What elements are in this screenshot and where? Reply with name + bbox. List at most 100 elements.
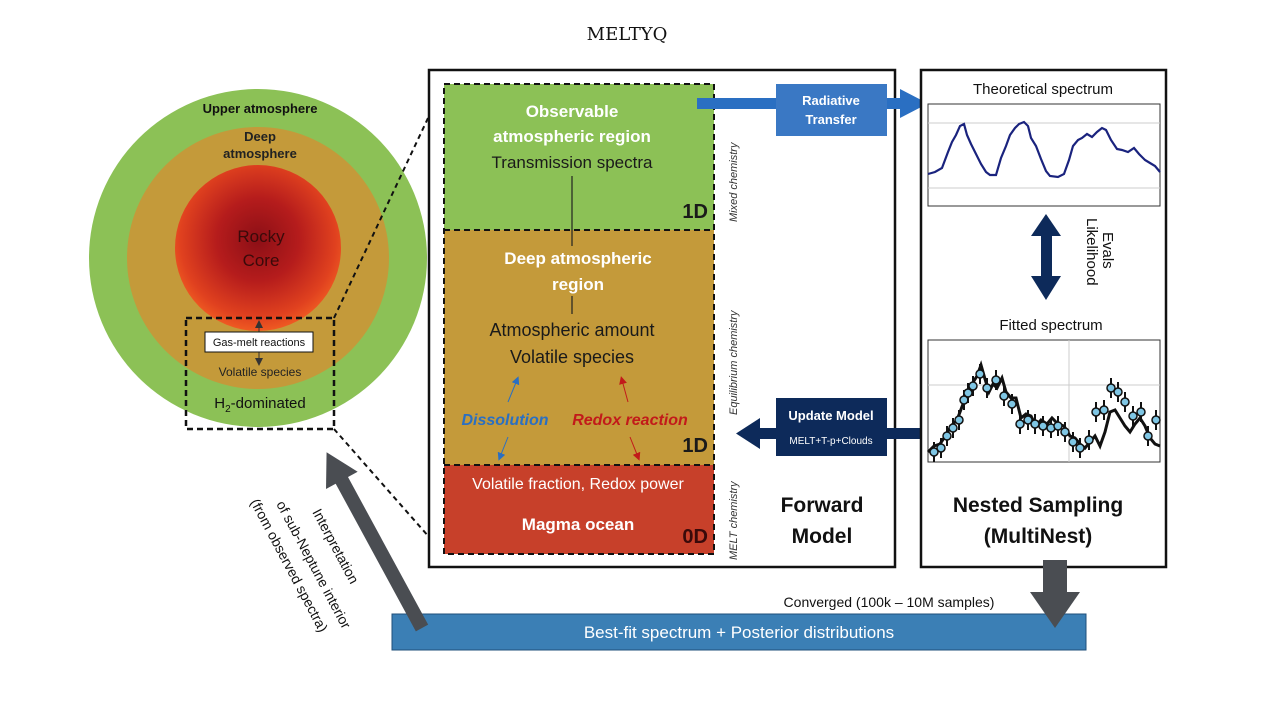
- redox-arrow-down: [629, 436, 641, 461]
- data-point: [1128, 411, 1138, 421]
- data-point: [929, 447, 939, 457]
- theoretical-spectrum-label: Theoretical spectrum: [973, 81, 1113, 98]
- radiative-label-1: Radiative: [802, 93, 860, 108]
- zoom-region-box: [184, 316, 336, 431]
- data-point: [982, 383, 992, 393]
- deep-region-label-1: Deep atmospheric: [504, 249, 651, 268]
- double-arrow-bottom: [1031, 276, 1061, 300]
- planet: [89, 89, 427, 427]
- observable-region: [444, 84, 714, 230]
- data-point: [1106, 383, 1116, 393]
- converged-arrow-shaft: [1043, 560, 1067, 596]
- dim-1d-mid: 1D: [682, 435, 708, 457]
- dim-0d: 0D: [682, 526, 708, 548]
- rocky-core: [175, 165, 341, 331]
- interpretation-arrow: [326, 452, 429, 632]
- radiative-transfer-box: [776, 84, 887, 136]
- update-model-box: [776, 398, 887, 456]
- volatile-fraction-label: Volatile fraction, Redox power: [472, 476, 684, 493]
- melt-chemistry-label: MELT chemistry: [728, 480, 740, 560]
- observable-label-1: Observable: [526, 102, 619, 121]
- data-point: [1113, 387, 1123, 397]
- data-point: [1120, 397, 1130, 407]
- data-point: [1038, 421, 1048, 431]
- dissolution-arrow-down: [497, 436, 509, 461]
- data-point: [1053, 421, 1063, 431]
- redox-arrow-up: [619, 376, 629, 403]
- zoom-connector-bottom: [333, 428, 445, 555]
- deep-region-label-2: region: [552, 275, 604, 294]
- gas-melt-label: Gas-melt reactions: [213, 337, 306, 349]
- upper-atmosphere-label: Upper atmosphere: [203, 101, 318, 116]
- diagram-title: MELTYQ: [587, 24, 668, 45]
- magma-region: [444, 465, 714, 554]
- data-point: [1084, 435, 1094, 445]
- best-fit-bar: [391, 613, 1087, 651]
- likelihood-double-arrow: [1031, 214, 1061, 300]
- data-point: [1136, 407, 1146, 417]
- data-point: [991, 375, 1001, 385]
- volatile-species-region-label: Volatile species: [510, 347, 634, 367]
- dissolution-arrow-up: [507, 376, 520, 403]
- best-fit-label: Best-fit spectrum + Posterior distributi…: [584, 623, 894, 642]
- theoretical-spectrum-line: [927, 120, 1161, 179]
- big-arrow-icon: [1030, 560, 1080, 628]
- data-point: [1030, 419, 1040, 429]
- dissolution-label: Dissolution: [461, 412, 548, 429]
- layers-outline: [443, 83, 715, 555]
- data-point: [1075, 443, 1085, 453]
- deep-atmosphere-label-1: Deep: [244, 129, 276, 144]
- mixed-chemistry-label: Mixed chemistry: [728, 141, 740, 222]
- forward-model-label-1: Forward: [781, 494, 864, 517]
- observable-label-2: atmospheric region: [493, 127, 651, 146]
- volatile-species-label: Volatile species: [219, 365, 302, 379]
- gas-melt-box: [204, 331, 314, 353]
- h2-dominated-label: H2-dominated: [214, 395, 305, 415]
- data-point: [1023, 415, 1033, 425]
- converged-arrow-head: [1030, 592, 1080, 628]
- radiative-label-2: Transfer: [805, 112, 856, 127]
- magma-ocean-label: Magma ocean: [522, 515, 634, 534]
- data-point: [1015, 419, 1025, 429]
- data-point: [1091, 407, 1101, 417]
- core-label-2: Core: [243, 251, 280, 270]
- fitted-data-points: [929, 364, 1161, 462]
- data-point: [1143, 431, 1153, 441]
- nested-sampling-label-2: (MultiNest): [984, 525, 1093, 548]
- likelihood-label-1: Likelihood: [1083, 218, 1100, 286]
- equilibrium-chemistry-label: Equilibrium chemistry: [728, 309, 740, 415]
- data-point: [1151, 415, 1161, 425]
- data-point: [1060, 427, 1070, 437]
- radiative-arrow-head: [900, 89, 928, 118]
- dim-1d-top: 1D: [682, 201, 708, 223]
- converged-label: Converged (100k – 10M samples): [784, 594, 995, 610]
- redox-label: Redox reaction: [572, 412, 688, 429]
- atmospheric-amount-label: Atmospheric amount: [489, 320, 654, 340]
- likelihood-label-2: Evals: [1099, 232, 1116, 269]
- data-point: [975, 369, 985, 379]
- update-arrow-head: [736, 418, 760, 449]
- data-point: [942, 431, 952, 441]
- data-point: [999, 391, 1009, 401]
- forward-model-label-2: Model: [792, 525, 853, 548]
- deep-atmosphere-label-2: atmosphere: [223, 146, 297, 161]
- double-arrow-icon: [1041, 231, 1052, 281]
- nested-sampling-label-1: Nested Sampling: [953, 494, 1123, 517]
- double-arrow-top: [1031, 214, 1061, 236]
- zoom-connector-top: [333, 83, 445, 319]
- data-point: [1099, 405, 1109, 415]
- data-point: [1068, 437, 1078, 447]
- update-model-sub: MELT+T-p+Clouds: [789, 436, 872, 447]
- theoretical-plot: [927, 103, 1161, 207]
- data-point: [948, 423, 958, 433]
- data-point: [936, 443, 946, 453]
- fitted-spectrum-label: Fitted spectrum: [999, 317, 1102, 334]
- deep-region: [444, 230, 714, 465]
- data-point: [1007, 399, 1017, 409]
- update-model-title: Update Model: [788, 408, 873, 423]
- core-label-1: Rocky: [237, 227, 285, 246]
- transmission-label: Transmission spectra: [492, 153, 653, 172]
- data-point: [968, 381, 978, 391]
- data-point: [954, 415, 964, 425]
